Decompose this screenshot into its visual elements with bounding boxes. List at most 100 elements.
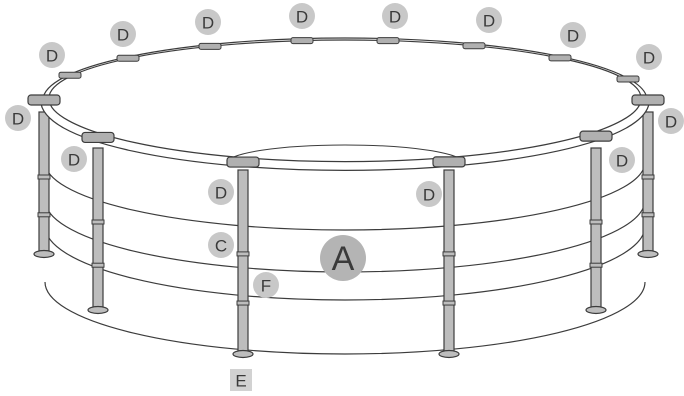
callout-badge-circle	[253, 272, 279, 298]
top-rail-connector-back-7	[548, 54, 572, 62]
leg-sleeve-ring	[37, 212, 51, 218]
callout-label: C	[215, 237, 227, 256]
callout-d10: D	[658, 108, 684, 134]
leg-sleeve-ring	[91, 262, 105, 268]
top-rail-connector-back-2	[116, 54, 140, 62]
leg-sleeve-ring	[236, 300, 250, 306]
pool-connectors	[27, 37, 665, 168]
callout-badge-circle	[636, 44, 662, 70]
callout-badge-circle	[39, 42, 65, 68]
leg-sleeve-ring	[641, 212, 655, 218]
callout-badge-circle	[560, 22, 586, 48]
leg-base-foot	[33, 249, 55, 259]
leg-tube	[642, 111, 654, 253]
callout-c: C	[208, 232, 234, 258]
leg-tube	[237, 169, 249, 353]
callout-label: D	[296, 8, 308, 27]
top-rail-connector-back-8	[616, 75, 640, 83]
leg-tube	[590, 147, 602, 309]
wall-band-lower	[44, 225, 646, 301]
callout-badge-circle	[110, 21, 136, 47]
top-rail-connector-front-3	[226, 156, 260, 168]
callout-label: D	[389, 8, 401, 27]
callout-d8: D	[636, 44, 662, 70]
callout-badge-square	[230, 369, 252, 391]
vertical-leg-5	[585, 147, 607, 315]
callout-label: D	[117, 26, 129, 45]
top-rail-connector-back-5	[376, 37, 400, 45]
leg-sleeve-ring	[37, 174, 51, 180]
callout-label: D	[483, 12, 495, 31]
leg-sleeve-ring	[442, 251, 456, 257]
pool-legs	[33, 111, 659, 359]
leg-sleeve-ring	[589, 219, 603, 225]
leg-base-foot	[438, 349, 460, 359]
callout-label: D	[12, 110, 24, 129]
callout-d1: D	[110, 21, 136, 47]
callout-label: D	[423, 186, 435, 205]
leg-sleeve-ring	[236, 251, 250, 257]
callout-badge-circle	[609, 147, 635, 173]
wall-bottom-edge	[44, 281, 646, 355]
callout-badge-circle	[61, 146, 87, 172]
callout-d6: D	[560, 22, 586, 48]
vertical-leg-3	[232, 169, 254, 359]
leg-base-foot	[232, 349, 254, 359]
callout-badge-circle	[320, 235, 366, 281]
callout-badge-circle	[382, 3, 408, 29]
callout-d12: D	[609, 147, 635, 173]
leg-base-foot	[637, 249, 659, 259]
top-rail-connector-front-2	[81, 131, 115, 144]
callout-label: D	[202, 14, 214, 33]
callout-d3: D	[289, 3, 315, 29]
leg-sleeve-ring	[641, 174, 655, 180]
top-rail-connector-back-6	[462, 42, 486, 50]
callout-badge-circle	[476, 7, 502, 33]
callout-label: E	[235, 372, 246, 391]
leg-tube	[443, 169, 455, 353]
leg-tube	[92, 147, 104, 309]
pool-body	[42, 37, 648, 355]
callout-label: D	[567, 27, 579, 46]
top-rail-connector-front-5	[579, 130, 613, 142]
callout-d4: D	[382, 3, 408, 29]
callout-label: A	[332, 240, 355, 278]
top-rail-connector-front-6	[631, 94, 665, 106]
leg-base-foot	[87, 305, 109, 315]
callout-badge-circle	[658, 108, 684, 134]
pool-wall	[45, 100, 645, 354]
top-rail-connector-back-3	[198, 42, 222, 50]
leg-tube	[38, 111, 50, 253]
callout-label: D	[68, 151, 80, 170]
top-rail-connector-back-1	[58, 71, 82, 79]
top-rail-connector-front-1	[27, 94, 61, 106]
callout-label: F	[261, 277, 271, 296]
callout-d2: D	[195, 9, 221, 35]
leg-base-foot	[585, 305, 607, 315]
vertical-leg-6	[637, 111, 659, 259]
callout-badge-circle	[195, 9, 221, 35]
callout-f: F	[253, 272, 279, 298]
leg-sleeve-ring	[91, 219, 105, 225]
callout-d13: D	[208, 179, 234, 205]
callout-badge-circle	[289, 3, 315, 29]
callout-badge-circle	[208, 179, 234, 205]
top-rail-connector-front-4	[432, 156, 466, 168]
callout-d11: D	[61, 146, 87, 172]
leg-sleeve-ring	[442, 300, 456, 306]
callout-e: E	[230, 369, 252, 391]
callout-badge-circle	[416, 181, 442, 207]
callout-label: D	[665, 113, 677, 132]
front-inner-edge	[226, 144, 464, 164]
callout-badge-circle	[5, 105, 31, 131]
callout-label: D	[215, 184, 227, 203]
callout-label: D	[46, 47, 58, 66]
back-rim-outer	[42, 37, 648, 101]
vertical-leg-2	[87, 147, 109, 315]
callout-a: A	[320, 235, 366, 281]
callout-label: D	[643, 49, 655, 68]
callout-d5: D	[476, 7, 502, 33]
callout-d9: D	[5, 105, 31, 131]
callout-label: D	[616, 152, 628, 171]
